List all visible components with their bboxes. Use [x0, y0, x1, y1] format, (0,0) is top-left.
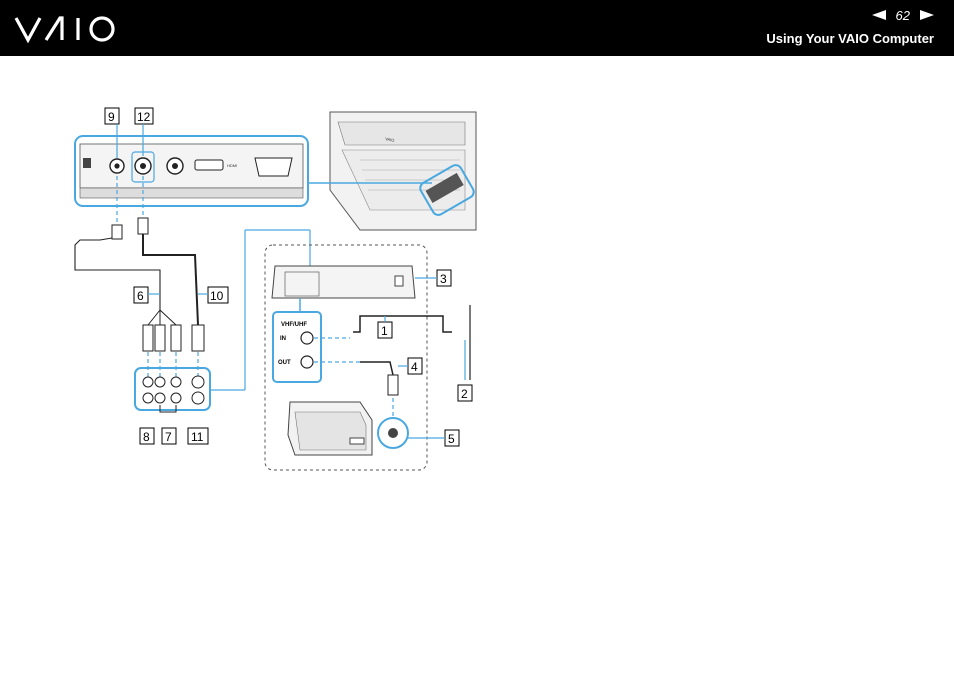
out-label: OUT [278, 360, 291, 366]
previous-page-arrow-icon[interactable] [871, 10, 886, 20]
svg-text:11: 11 [191, 430, 204, 444]
callout-5: 5 [444, 429, 460, 447]
laptop-badge: VAIO [385, 136, 395, 143]
laptop-illustration: VAIO [329, 111, 477, 231]
callout-7: 7 [161, 427, 177, 445]
svg-text:9: 9 [108, 110, 115, 124]
callout-12: 12 [134, 107, 154, 125]
vhf-uhf-label: VHF/UHF [281, 322, 307, 328]
hdmi-label: HDMI [227, 163, 237, 168]
vcr-unit: 3 [271, 265, 452, 299]
port-panel: HDMI [74, 135, 309, 207]
tv-illustration: 5 [287, 401, 460, 456]
hdmi-port-icon [194, 159, 224, 171]
callout-11: 11 [187, 427, 209, 445]
monitor-port-icon [254, 157, 293, 177]
vaio-logo [14, 16, 115, 44]
callout-10: 10 [207, 286, 229, 304]
av-input-panel [134, 367, 211, 413]
callout-9: 9 [104, 107, 120, 125]
svg-text:8: 8 [143, 430, 150, 444]
callout-6: 6 [133, 286, 149, 304]
callout-8: 8 [139, 427, 155, 445]
connection-diagram: VAIO HDMI 9 12 6 [74, 107, 477, 471]
svg-text:1: 1 [381, 324, 388, 338]
ilink-port-icon [83, 158, 91, 168]
section-title: Using Your VAIO Computer [766, 31, 934, 46]
svg-text:7: 7 [165, 430, 172, 444]
svg-text:3: 3 [440, 272, 447, 286]
page-navigation: 62 [871, 6, 934, 24]
page-header: 62 Using Your VAIO Computer [0, 0, 954, 56]
rca-plugs [142, 309, 205, 352]
svg-text:5: 5 [448, 432, 455, 446]
callout-2: 2 [457, 384, 473, 402]
page-number: 62 [895, 7, 910, 23]
callout-1: 1 [377, 321, 393, 339]
svg-text:6: 6 [137, 289, 144, 303]
vhf-uhf-panel: VHF/UHF IN OUT [272, 311, 322, 383]
svg-text:2: 2 [461, 387, 468, 401]
vcr-tv-enclosure [264, 244, 428, 471]
svg-text:4: 4 [411, 360, 418, 374]
in-label: IN [280, 336, 286, 342]
callout-3: 3 [436, 269, 452, 287]
svg-text:12: 12 [137, 110, 151, 124]
callout-4: 4 [407, 357, 423, 375]
svg-text:10: 10 [210, 289, 224, 303]
next-page-arrow-icon[interactable] [920, 10, 934, 20]
